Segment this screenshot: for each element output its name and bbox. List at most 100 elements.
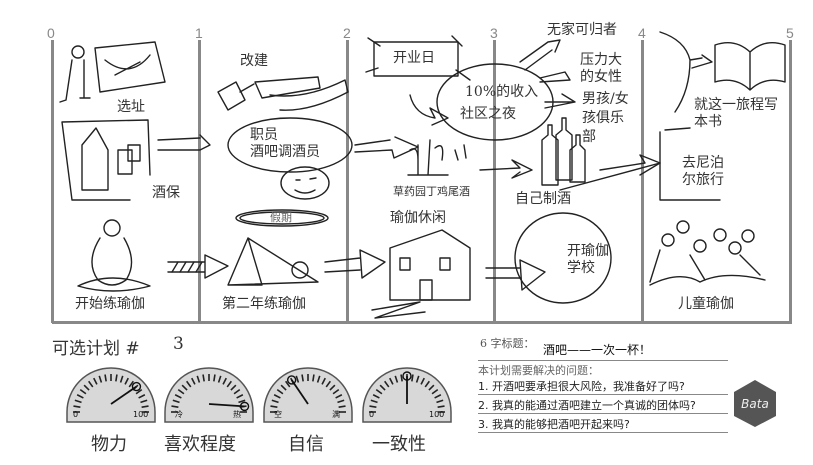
gauge-tick xyxy=(280,384,287,391)
gauge-tick xyxy=(285,380,291,388)
column-divider-2 xyxy=(346,40,349,323)
column-divider-3 xyxy=(493,40,496,323)
gauge-tick xyxy=(79,389,87,395)
gauge-tick xyxy=(370,399,378,404)
gauge-tick xyxy=(389,377,394,385)
gauge-needle-tip xyxy=(239,401,250,412)
gauge-tick xyxy=(236,394,244,399)
gauge-tick xyxy=(431,389,439,395)
opening-day-sign-icon xyxy=(365,35,471,81)
gauge-tick xyxy=(312,374,315,382)
bracket-icon xyxy=(659,127,721,201)
questions-title: 本计划需要解决的问题： xyxy=(478,364,599,377)
gauge-tick xyxy=(174,394,182,399)
gauge-needle-tip xyxy=(286,375,297,385)
arrow-icon xyxy=(409,94,449,126)
gauge-tick xyxy=(325,380,331,388)
gauge-needle xyxy=(290,379,309,405)
label-income-10: 10%的收入 xyxy=(465,84,539,100)
gauge-tick xyxy=(115,374,118,382)
arrow-icon xyxy=(354,136,419,159)
gauge-tick xyxy=(217,375,222,383)
gauge-tick xyxy=(76,394,84,399)
year-tick: 3 xyxy=(490,25,498,41)
gauge-tick xyxy=(337,399,345,404)
gauge-label: 喜欢程度 xyxy=(164,434,236,455)
gauge-max-label: 100 xyxy=(133,410,149,419)
gauge-tick xyxy=(191,377,196,385)
staff-ellipse xyxy=(227,117,353,173)
gauge-dial-icon xyxy=(66,367,156,423)
gauge-min-label: 空 xyxy=(274,410,282,419)
timeline-baseline xyxy=(52,321,792,324)
year-tick: 2 xyxy=(343,25,351,41)
herb-garden-icon xyxy=(407,139,467,176)
gauge-tick xyxy=(171,405,179,408)
sketch-drawings xyxy=(59,31,786,319)
gauge-tick xyxy=(88,380,94,388)
question-item: 3. 我真的能够把酒吧开起来吗? xyxy=(478,416,728,433)
yoga-school-circle xyxy=(514,212,612,304)
logo-hexagon-icon: Bata xyxy=(734,380,776,427)
hatched-arrow-icon xyxy=(479,159,533,179)
gauge-tick xyxy=(295,375,300,383)
gauge-needle-tip xyxy=(131,381,142,392)
year-tick: 0 xyxy=(47,25,55,41)
gauge-tick xyxy=(202,374,205,382)
gauge-tick xyxy=(233,389,241,395)
gauge-max-label: 满 xyxy=(332,410,340,419)
label-yoga-leisure: 瑜伽休闲 xyxy=(390,210,446,226)
question-item: 2. 我真的能通过酒吧建立一个真诚的团体吗? xyxy=(478,397,728,414)
gauge-tick xyxy=(128,380,134,388)
gauge-tick xyxy=(428,384,435,391)
gauge-tick xyxy=(226,380,232,388)
label-vacation: 假期 xyxy=(270,211,292,224)
gauge-tick xyxy=(434,394,442,399)
building-icon xyxy=(371,229,471,319)
gauge-confidence: 空 满 xyxy=(262,362,354,424)
gauge-tick xyxy=(400,374,403,382)
gauge-tick xyxy=(213,374,216,382)
hatched-arrow-icon xyxy=(324,249,386,279)
gauge-liking: 冷 热 xyxy=(163,362,255,424)
label-community-night: 社区之夜 xyxy=(460,106,516,122)
gauge-tick xyxy=(177,389,185,395)
gauge-tick xyxy=(73,405,81,408)
person-with-map-icon xyxy=(59,41,166,103)
label-stressed-women: 压力大的女性 xyxy=(580,52,622,85)
column-divider-0 xyxy=(51,40,54,323)
meditating-person-icon xyxy=(77,219,151,292)
gauge-tick xyxy=(104,374,107,382)
gauge-tick xyxy=(172,399,180,404)
arrow-icon xyxy=(559,154,661,191)
vacation-ellipse xyxy=(235,209,329,227)
gauge-resources: 0 100 xyxy=(65,362,157,424)
gauge-tick xyxy=(98,375,103,383)
gauge-max-label: 热 xyxy=(233,410,241,419)
wine-bottles-icon xyxy=(541,117,586,186)
open-book-icon xyxy=(714,42,786,91)
year-tick: 5 xyxy=(786,25,794,41)
gauge-coherence: 0 100 xyxy=(361,362,453,424)
gauge-tick xyxy=(141,405,149,408)
arrow-icon xyxy=(157,134,211,151)
plan-label: 可选计划 # xyxy=(52,339,140,359)
gauge-tick xyxy=(93,377,98,385)
gauge-tick xyxy=(276,389,284,395)
smiling-face-icon xyxy=(280,166,330,200)
label-homeless: 无家可归者 xyxy=(547,22,617,38)
gauge-tick xyxy=(420,377,425,385)
gauge-tick xyxy=(230,384,237,391)
label-site: 选址 xyxy=(117,99,145,115)
label-kids-yoga: 儿童瑜伽 xyxy=(678,296,734,312)
label-bartender: 酒保 xyxy=(152,185,180,201)
gauge-tick xyxy=(74,399,82,404)
vacation-ellipse-inner xyxy=(239,211,325,225)
divider xyxy=(478,360,728,361)
question-item: 1. 开酒吧要承担很大风险，我准备好了吗? xyxy=(478,378,728,395)
year-tick: 4 xyxy=(638,25,646,41)
gauge-label: 一致性 xyxy=(372,434,426,455)
cocktail-shaker-icon xyxy=(61,119,151,201)
label-write-book: 就这一旅程写本书 xyxy=(694,97,778,130)
